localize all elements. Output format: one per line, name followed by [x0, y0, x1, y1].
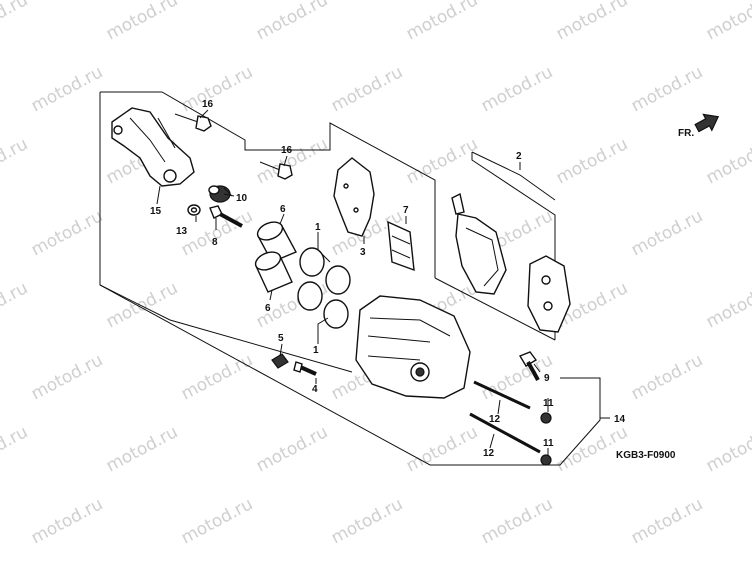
watermark-text: motod.ru — [328, 62, 406, 116]
brake-pad-part-2-inner — [451, 192, 507, 295]
callout-5: 5 — [278, 333, 284, 344]
watermark-text: motod.ru — [628, 494, 706, 548]
watermark-text: motod.ru — [703, 0, 752, 44]
watermark-text: motod.ru — [28, 494, 106, 548]
pin-cap-part-11-lower — [540, 454, 552, 466]
caliper-bracket-part-15 — [111, 107, 195, 187]
callout-15: 15 — [150, 206, 162, 217]
front-direction-arrow: FR. — [678, 113, 720, 139]
callout-13: 13 — [176, 226, 188, 237]
watermark-text: motod.ru — [628, 206, 706, 260]
pin-cap-part-11-upper — [540, 412, 552, 424]
callout-11-upper: 11 — [543, 398, 554, 409]
watermark-layer: motod.ru motod.ru motod.ru motod.ru motod.ru… — [0, 0, 752, 548]
callout-3: 3 — [360, 247, 366, 258]
callout-4: 4 — [312, 384, 318, 395]
watermark-text: motod.ru — [403, 422, 481, 476]
callout-14: 14 — [614, 414, 626, 425]
watermark-text: motod.ru — [628, 350, 706, 404]
callout-6-lower: 6 — [265, 303, 271, 314]
watermark-text: motod.ru — [403, 0, 481, 44]
watermark-text: motod.ru — [103, 0, 181, 44]
watermark-text: motod.ru — [0, 278, 31, 332]
callout-8: 8 — [212, 237, 218, 248]
callout-6-upper: 6 — [280, 204, 286, 215]
bleeder-valve-part-4 — [293, 361, 317, 376]
assembly-frame — [99, 91, 601, 466]
callout-11-lower: 11 — [543, 438, 554, 449]
watermark-text: motod.ru — [403, 134, 481, 188]
callout-12-upper: 12 — [489, 414, 501, 425]
brake-pad-part-2-outer — [527, 255, 571, 333]
callout-1-upper: 1 — [315, 222, 321, 233]
callout-16-lower: 16 — [281, 145, 293, 156]
callout-1-lower: 1 — [313, 345, 319, 356]
watermark-text: motod.ru — [703, 422, 752, 476]
watermark-text: motod.ru — [28, 206, 106, 260]
callout-2: 2 — [516, 151, 522, 162]
pad-spring-part-3 — [333, 157, 375, 237]
watermark-text: motod.ru — [628, 62, 706, 116]
washer-part-13 — [187, 204, 201, 216]
watermark-text: motod.ru — [253, 134, 331, 188]
watermark-text: motod.ru — [103, 422, 181, 476]
bleeder-cap-part-5 — [271, 353, 289, 369]
callout-12-lower: 12 — [483, 448, 495, 459]
watermark-text: motod.ru — [703, 134, 752, 188]
pad-retainer-part-7 — [387, 220, 415, 272]
watermark-text: motod.ru — [253, 0, 331, 44]
pin-bolt-part-9 — [518, 351, 540, 381]
callout-leaders — [156, 109, 610, 456]
pin-boot-part-10 — [208, 185, 233, 203]
watermark-text: motod.ru — [703, 278, 752, 332]
callout-7: 7 — [403, 205, 409, 216]
watermark-text: motod.ru — [0, 134, 31, 188]
piston-part-6-lower — [254, 251, 293, 293]
callout-9: 9 — [544, 373, 550, 384]
callout-10: 10 — [236, 193, 248, 204]
watermark-text: motod.ru — [553, 134, 631, 188]
watermark-text: motod.ru — [253, 422, 331, 476]
figure-code: KGB3-F0900 — [616, 450, 676, 461]
watermark-text: motod.ru — [28, 350, 106, 404]
watermark-text: motod.ru — [553, 0, 631, 44]
watermark-text: motod.ru — [0, 0, 31, 44]
bracket-bolt-part-16-upper — [174, 113, 212, 132]
direction-label: FR. — [678, 128, 694, 139]
watermark-text: motod.ru — [478, 494, 556, 548]
watermark-text: motod.ru — [28, 62, 106, 116]
piston-seal-set-part-1-lower — [297, 281, 349, 329]
slide-pin-part-12-upper — [473, 380, 531, 410]
pin-bolt-part-8 — [209, 205, 243, 228]
watermark-text: motod.ru — [103, 278, 181, 332]
watermark-text: motod.ru — [0, 422, 31, 476]
callout-labels: 1 1 2 3 4 5 6 6 7 8 9 10 11 11 12 12 13 … — [150, 99, 626, 459]
slide-pin-part-12-lower — [469, 412, 541, 454]
bracket-bolt-part-16-lower — [259, 161, 293, 180]
piston-seal-set-part-1-upper — [299, 247, 351, 295]
callout-16-upper: 16 — [202, 99, 214, 110]
watermark-text: motod.ru — [178, 350, 256, 404]
watermark-text: motod.ru — [178, 494, 256, 548]
watermark-text: motod.ru — [328, 494, 406, 548]
watermark-text: motod.ru — [478, 62, 556, 116]
caliper-body-part-14 — [355, 295, 471, 399]
